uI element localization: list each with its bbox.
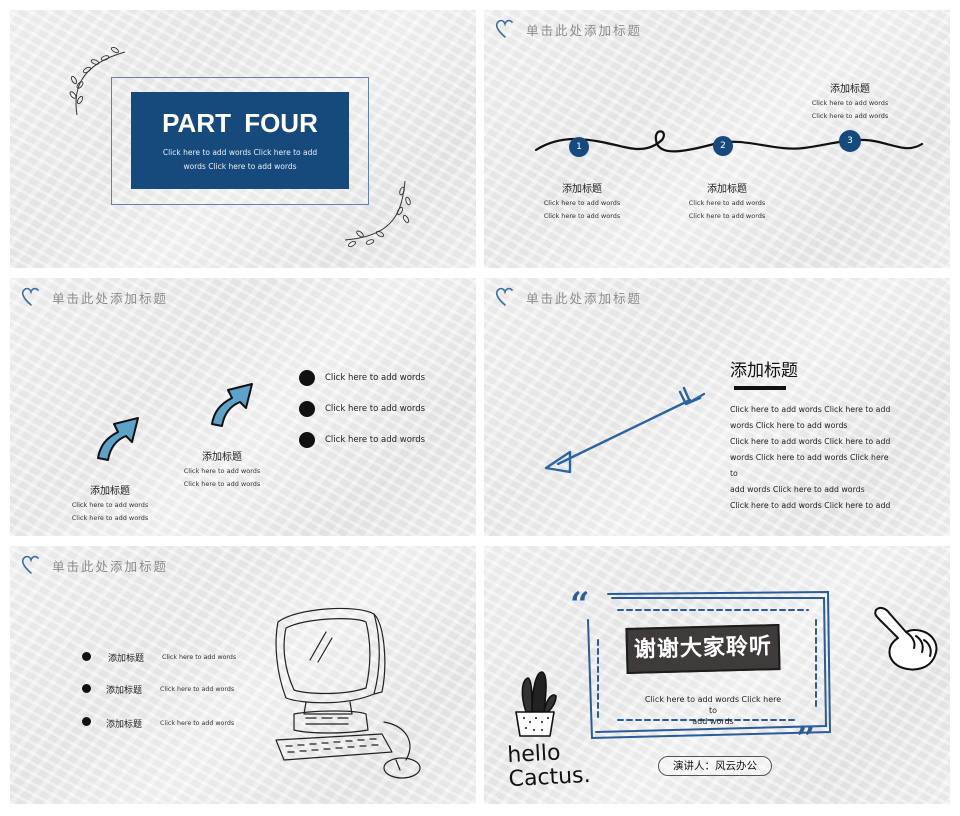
part-subtitle: Click here to add words Click here to ad…	[162, 148, 318, 171]
svg-text:“: “	[570, 585, 590, 625]
part-title: PART FOUR	[162, 108, 318, 138]
header-title: 单击此处添加标题	[52, 559, 169, 574]
step-2-text: 添加标题 Click here to add words Click here …	[688, 184, 766, 220]
arrow-up-right-icon	[97, 417, 139, 461]
title-underline	[734, 386, 786, 390]
slide-1[interactable]: PART FOUR Click here to add words Click …	[10, 10, 476, 268]
hello-cactus-text: hello Cactus.	[506, 740, 592, 793]
row-text: Click here to add words	[160, 686, 235, 693]
computer-sketch-icon	[275, 607, 421, 779]
slide-3[interactable]: 单击此处添加标题 添加标题 Click here to add words Cl…	[10, 278, 476, 536]
frame-sketch: “ ”	[570, 585, 832, 750]
svg-text:”: ”	[796, 719, 816, 750]
slide-5[interactable]: 单击此处添加标题 添加标题 Click here to add words 添加…	[10, 546, 476, 804]
heart-icon	[21, 287, 39, 306]
bullet-dot	[299, 401, 315, 417]
heart-icon	[21, 555, 39, 574]
slide-4[interactable]: 单击此处添加标题 添加标题 Click here to add words Cl…	[484, 278, 950, 536]
row-text: Click here to add words	[160, 720, 235, 727]
row-text: Click here to add words	[162, 654, 237, 661]
bullet-dot	[299, 370, 315, 386]
item-2-text: 添加标题 Click here to add words Click here …	[183, 452, 261, 488]
presenter-tag: 演讲人：风云办公	[658, 756, 772, 776]
title-frame	[111, 77, 369, 205]
slide-2[interactable]: 单击此处添加标题 1 2 3 添加标题 Click here to add wo…	[484, 10, 950, 268]
item-1-text: 添加标题 Click here to add words Click here …	[71, 486, 149, 522]
slide6-subtitle: Click here to add words Click here to ad…	[644, 695, 782, 726]
step-2-marker: 2	[713, 136, 733, 156]
bullet-text: Click here to add words	[325, 404, 426, 414]
slide-6[interactable]: “ ” 谢谢大家聆听 Click here to add words Click…	[484, 546, 950, 804]
step-1-marker: 1	[569, 137, 589, 157]
row-title: 添加标题	[106, 686, 143, 696]
heart-icon	[495, 19, 513, 38]
thanks-banner: 谢谢大家聆听	[625, 623, 781, 675]
row-title: 添加标题	[106, 720, 143, 730]
arrow-down-left-icon	[544, 386, 706, 474]
step-3-marker: 3	[839, 130, 861, 152]
bullet-text: Click here to add words	[325, 435, 426, 445]
cactus-icon	[515, 671, 557, 737]
header-title: 单击此处添加标题	[52, 291, 169, 306]
header-title: 单击此处添加标题	[526, 291, 643, 306]
bullet-dot	[82, 652, 91, 661]
title-box: PART FOUR Click here to add words Click …	[131, 92, 349, 189]
bullet-dot	[82, 684, 91, 693]
heart-icon	[495, 287, 513, 306]
step-1-text: 添加标题 Click here to add words Click here …	[543, 184, 621, 220]
laurel-branch-icon	[69, 46, 126, 116]
bullet-text: Click here to add words	[325, 373, 426, 383]
laurel-branch-icon	[344, 180, 411, 248]
header-title: 单击此处添加标题	[526, 23, 643, 38]
timeline-wave	[534, 130, 924, 153]
bullet-dot	[82, 717, 91, 726]
slide4-title: 添加标题	[730, 361, 798, 381]
step-3-text: 添加标题 Click here to add words Click here …	[811, 84, 889, 120]
arrow-up-right-icon	[211, 383, 253, 427]
pointing-hand-icon	[874, 606, 938, 671]
bullet-dot	[299, 432, 315, 448]
slide4-body: Click here to add words Click here to ad…	[730, 405, 891, 510]
row-title: 添加标题	[108, 654, 145, 664]
